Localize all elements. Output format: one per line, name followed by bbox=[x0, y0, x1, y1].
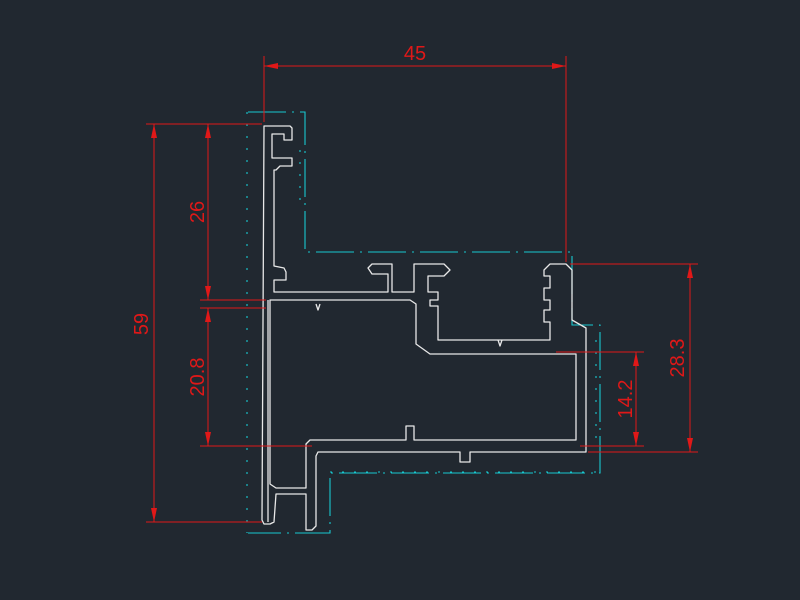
dim-20-8-label: 20.8 bbox=[187, 358, 209, 397]
dim-20-8-arrow-bottom bbox=[205, 432, 211, 446]
dim-14-2-label: 14.2 bbox=[615, 380, 637, 419]
profile-mid-notch bbox=[497, 339, 503, 347]
dim-59-arrow-bottom bbox=[151, 508, 157, 522]
dim-59-arrow-top bbox=[151, 124, 157, 138]
dim-28-3-arrow-top bbox=[687, 264, 693, 278]
dim-59-label: 59 bbox=[131, 313, 153, 335]
dim-26-arrow-top bbox=[205, 124, 211, 138]
dim-28-3-arrow-bottom bbox=[687, 438, 693, 452]
profile-inner-chamber bbox=[269, 299, 577, 489]
dim-45-label: 45 bbox=[404, 43, 426, 65]
profile-top-notch bbox=[315, 303, 321, 311]
hidden-outline-group bbox=[246, 111, 601, 534]
dim-14-2-arrow-bottom bbox=[633, 432, 639, 446]
dim-45-arrow-right bbox=[552, 63, 566, 69]
dim-26-arrow-bottom bbox=[205, 286, 211, 300]
dimension-group: 45 59 26 20.8 28.3 14.2 bbox=[131, 43, 698, 523]
dim-14-2-arrow-top bbox=[633, 352, 639, 366]
dim-45-arrow-left bbox=[264, 63, 278, 69]
profile-outer-contour bbox=[261, 125, 587, 531]
dim-28-3-label: 28.3 bbox=[667, 339, 689, 378]
profile-group bbox=[261, 125, 587, 531]
dim-20-8-arrow-top bbox=[205, 308, 211, 322]
dim-26-label: 26 bbox=[187, 201, 209, 223]
outer-envelope-outline bbox=[248, 111, 601, 534]
